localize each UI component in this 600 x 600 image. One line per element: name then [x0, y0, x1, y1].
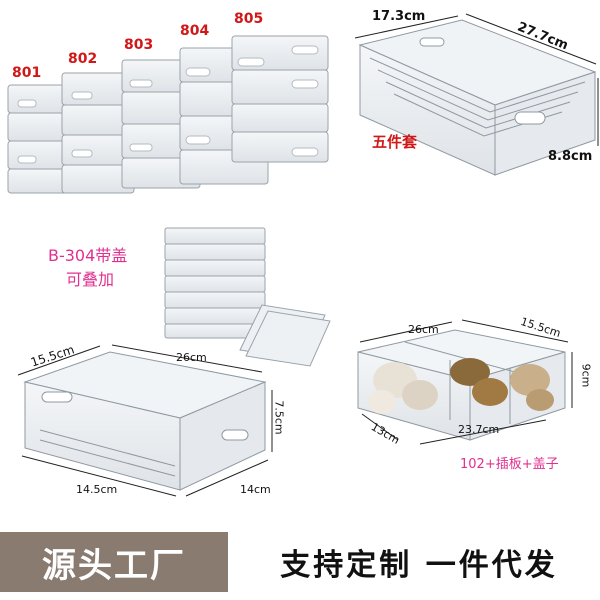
lids — [239, 304, 331, 367]
set-name-label: 五件套 — [372, 133, 418, 151]
service-slogan: 支持定制 一件代发 — [280, 548, 558, 583]
single-clear-box — [23, 351, 267, 491]
model-label-805: 805 — [234, 11, 264, 27]
factory-source-badge: 源头工厂 — [0, 532, 228, 592]
box-stack-801 — [7, 84, 67, 194]
single-bottom-width-label: 14cm — [240, 483, 271, 496]
model-label-802: 802 — [68, 51, 98, 67]
model-label-804: 804 — [180, 23, 210, 39]
single-bottom-length-label: 14.5cm — [76, 483, 118, 496]
box-stack-805 — [231, 35, 329, 163]
food-contents — [368, 358, 554, 414]
divider-caption: 102+插板+盖子 — [460, 457, 559, 472]
set-height-label: 8.8cm — [548, 149, 593, 164]
divider-bottom-length-label: 23.7cm — [458, 423, 500, 436]
set-width-label: 17.3cm — [372, 9, 426, 24]
model-label-801: 801 — [12, 65, 42, 81]
footer-banner: 源头工厂 支持定制 一件代发 — [0, 522, 600, 600]
stacked-lidded-boxes — [164, 227, 266, 339]
divider-height-label: 9cm — [579, 363, 593, 388]
single-height-label: 7.5cm — [272, 400, 286, 435]
divider-length-label: 26cm — [408, 323, 439, 336]
stack-product-line2: 可叠加 — [66, 270, 115, 289]
model-label-803: 803 — [124, 37, 154, 53]
nested-set-box — [358, 19, 597, 176]
single-length-label: 26cm — [176, 351, 207, 364]
stack-product-line1: B-304带盖 — [48, 246, 128, 265]
